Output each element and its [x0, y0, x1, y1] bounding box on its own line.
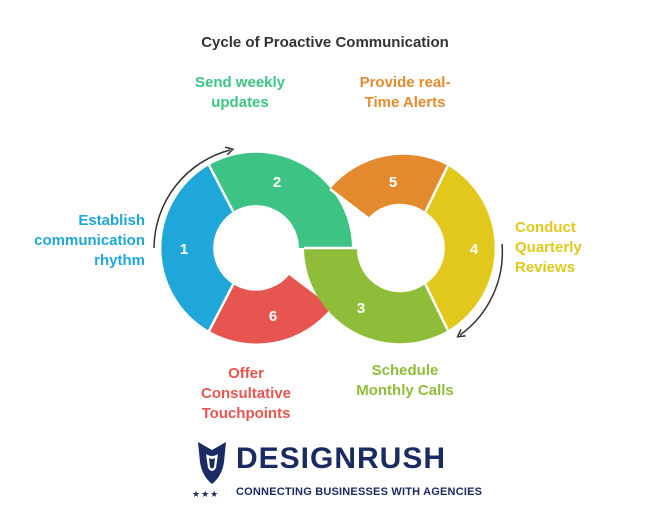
- step-3-number: 3: [357, 300, 365, 317]
- arrow-end: [456, 243, 504, 338]
- brand-logo: DESIGNRUSH CONNECTING BUSINESSES WITH AG…: [192, 440, 492, 504]
- segment-3: [304, 248, 448, 344]
- segment-1: [161, 165, 234, 331]
- step-2-number: 2: [273, 174, 281, 191]
- step-6-number: 6: [269, 308, 277, 325]
- diagram-title: Cycle of Proactive Communication: [201, 34, 449, 51]
- arrow-start: [153, 146, 235, 249]
- brand-name: DESIGNRUSH: [236, 442, 447, 475]
- segment-2: [209, 152, 352, 248]
- step-4-number: 4: [470, 241, 479, 258]
- segment-4: [425, 165, 495, 331]
- brand-tagline: CONNECTING BUSINESSES WITH AGENCIES: [236, 486, 483, 498]
- step-1-number: 1: [180, 241, 188, 258]
- segment-5: [330, 154, 448, 218]
- shield-icon: [198, 442, 226, 484]
- segment-6: [209, 275, 332, 344]
- step-5-label: Provide real-Time Alerts: [359, 74, 451, 111]
- brand-stars: ★★★: [192, 489, 220, 499]
- step-5-number: 5: [389, 174, 397, 191]
